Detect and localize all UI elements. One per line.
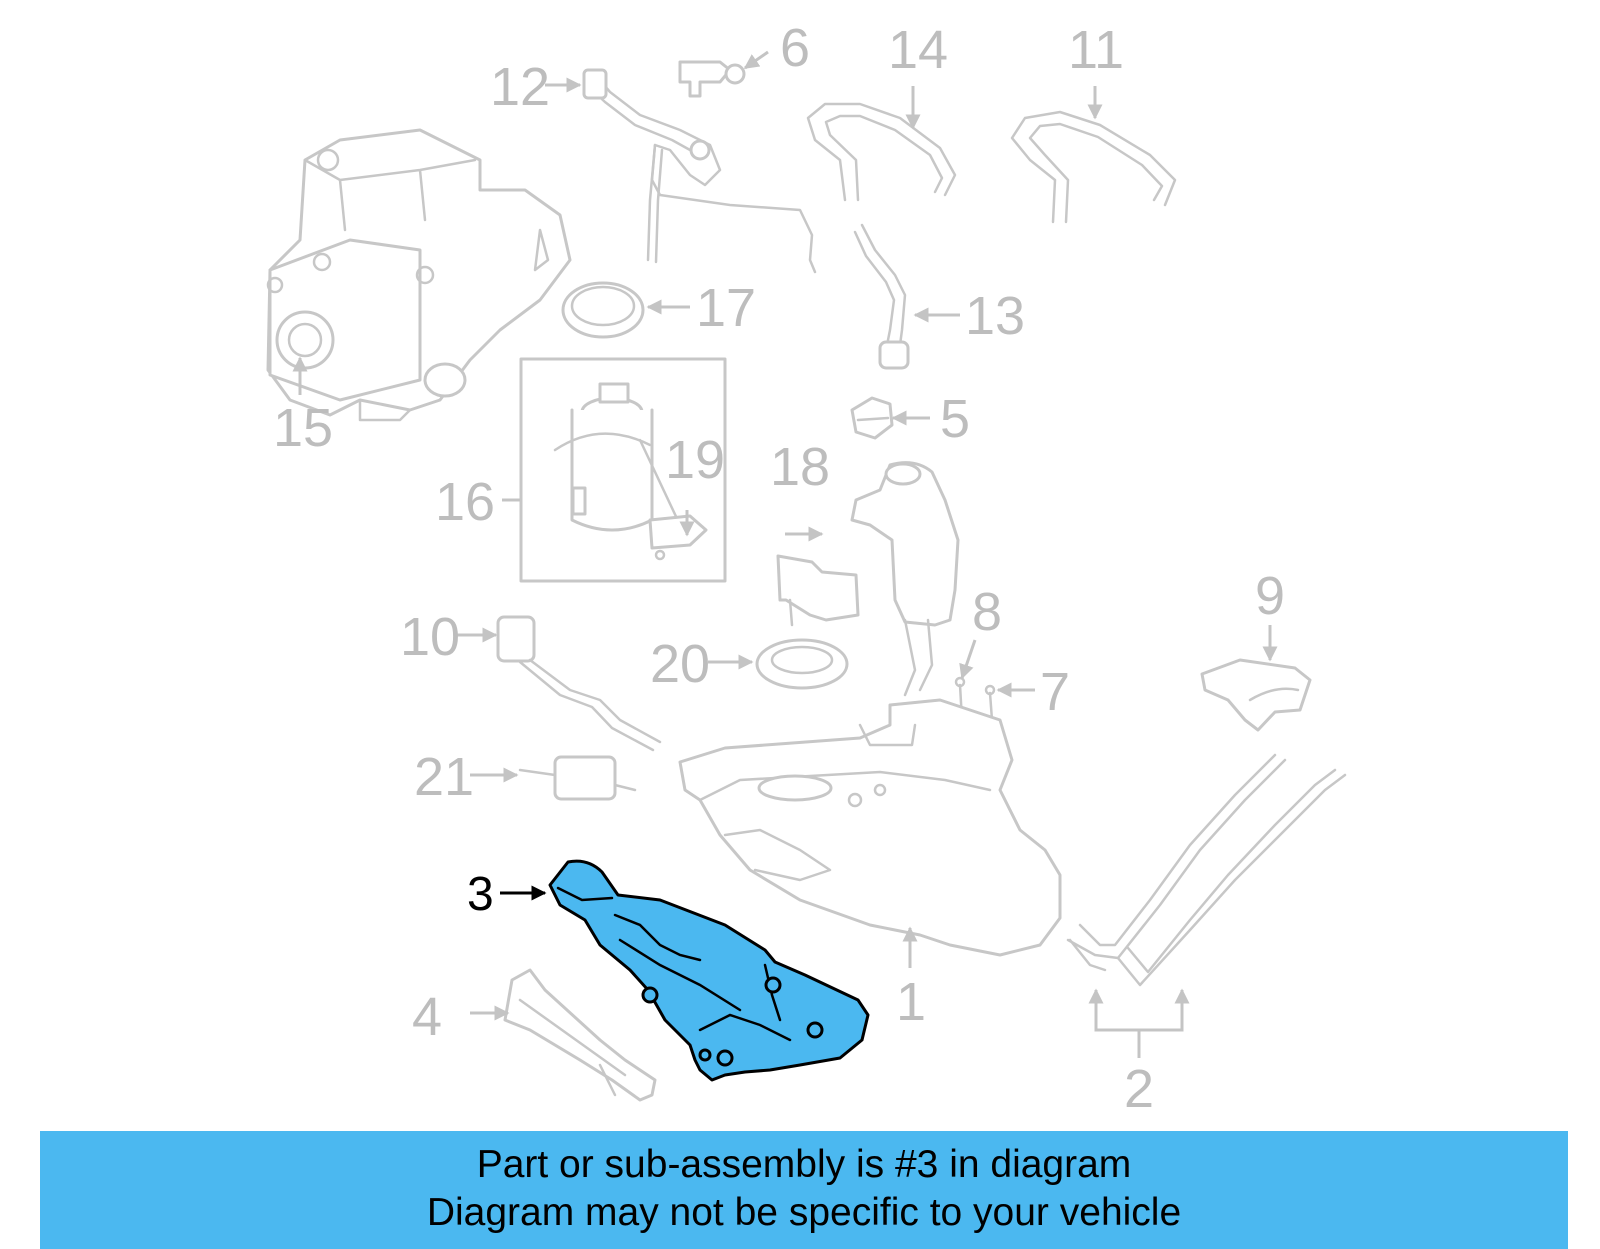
part-18-filler-neck bbox=[850, 461, 960, 697]
part-16-fuel-pump-module bbox=[519, 357, 727, 583]
part-6-connector bbox=[678, 60, 746, 98]
part-4-bracket bbox=[503, 968, 657, 1102]
callout-9: 9 bbox=[1255, 566, 1285, 626]
callout-20: 20 bbox=[650, 634, 710, 694]
callout-1: 1 bbox=[896, 972, 926, 1032]
callout-19: 19 bbox=[665, 430, 725, 490]
part-12-fuel-line bbox=[582, 68, 817, 274]
part-bracket bbox=[776, 554, 860, 627]
caption-banner: Part or sub-assembly is #3 in diagram Di… bbox=[40, 1131, 1568, 1249]
callout-21: 21 bbox=[414, 747, 474, 807]
callout-8: 8 bbox=[972, 582, 1002, 642]
callout-15: 15 bbox=[273, 398, 333, 458]
part-1-fuel-tank bbox=[678, 698, 1062, 957]
callout-12: 12 bbox=[490, 57, 550, 117]
caption-line-1: Part or sub-assembly is #3 in diagram bbox=[476, 1143, 1132, 1186]
callout-16: 16 bbox=[435, 472, 495, 532]
callout-4: 4 bbox=[412, 987, 442, 1047]
part-17-seal bbox=[561, 281, 645, 339]
part-3-heat-shield bbox=[548, 859, 870, 1082]
callout-18: 18 bbox=[770, 437, 830, 497]
callout-10: 10 bbox=[400, 607, 460, 667]
callout-13: 13 bbox=[965, 286, 1025, 346]
callout-3-highlighted: 3 bbox=[467, 868, 494, 921]
part-13-hose bbox=[853, 223, 910, 370]
caption-line-2: Diagram may not be specific to your vehi… bbox=[426, 1191, 1182, 1234]
callout-numbers: 12 6 14 11 13 17 15 5 19 18 16 9 8 10 20… bbox=[273, 18, 1285, 1119]
part-2-straps bbox=[1066, 753, 1347, 987]
part-10-sensor bbox=[496, 615, 662, 752]
part-20-seal bbox=[755, 638, 849, 690]
callout-11: 11 bbox=[1068, 20, 1124, 80]
part-11-hose bbox=[1010, 110, 1177, 224]
part-9-clip bbox=[1200, 658, 1312, 732]
callout-6: 6 bbox=[780, 18, 810, 78]
callout-2: 2 bbox=[1124, 1059, 1154, 1119]
callout-7: 7 bbox=[1040, 662, 1070, 722]
callout-5: 5 bbox=[940, 389, 970, 449]
leader-lines bbox=[292, 50, 1278, 1058]
part-21-filter bbox=[518, 755, 637, 801]
callout-17: 17 bbox=[696, 278, 756, 338]
part-5-cap bbox=[850, 396, 894, 440]
callout-14: 14 bbox=[888, 20, 948, 80]
part-14-hose bbox=[806, 102, 957, 202]
part-15-injection-pump bbox=[266, 128, 572, 422]
